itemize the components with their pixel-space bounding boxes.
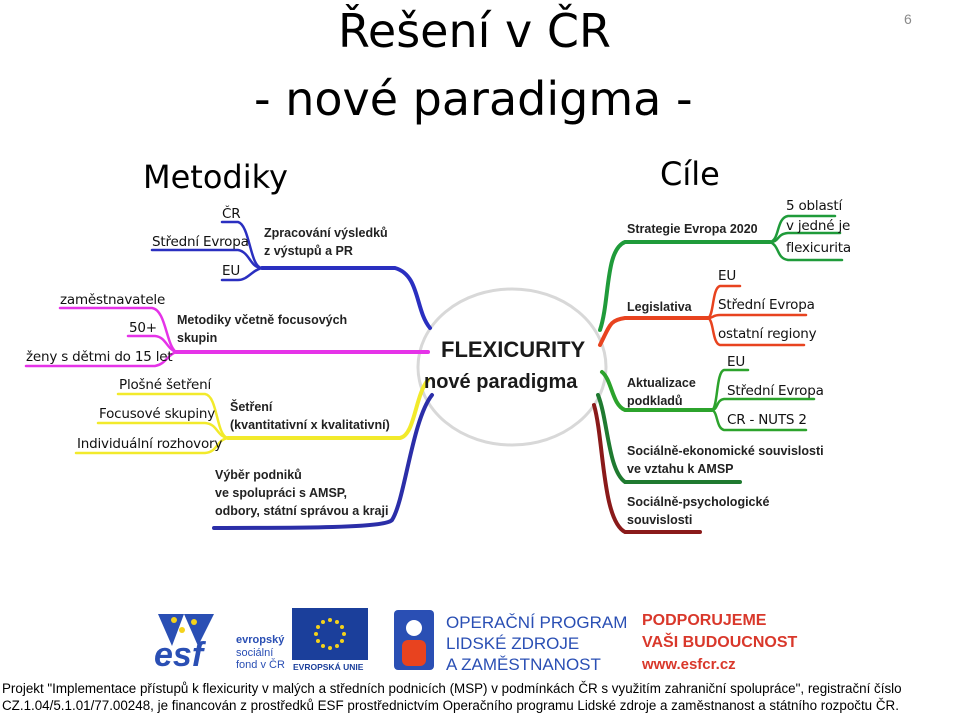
mindmap-lines [24,214,844,534]
support-line1: PODPORUJEME [642,612,767,629]
leaf-plosne-setreni: Plošné šetření [119,377,212,393]
esf-line1: evropský [236,634,285,646]
heading-metodiky: Metodiky [143,158,288,196]
center-ellipse [416,287,608,447]
esf-mark: esf [154,636,204,674]
branch-label-vyber: Výběr podniků ve spolupráci s AMSP, odbo… [215,468,389,519]
support-url[interactable]: www.esfcr.cz [642,656,736,673]
branch-socekon-lines [596,393,742,484]
leaf-stredni-evropa-legislativa: Střední Evropa [718,297,815,313]
heading-cile: Cíle [660,155,720,193]
op-figure-icon [394,610,434,670]
footer-line1: Projekt "Implementace přístupů k flexicu… [2,681,902,696]
op-line2: LIDSKÉ ZDROJE [446,634,580,653]
leaf-focusove-skupiny: Focusové skupiny [99,406,216,422]
branch-label-setreni: Šetření (kvantitativní x kvalitativní) [230,400,390,433]
eu-stars-icon [314,618,346,650]
eu-logo: EVROPSKÁ UNIE [292,608,372,672]
branch-label-strategie: Strategie Evropa 2020 [627,222,758,236]
branch-label-zpracovani: Zpracování výsledků z výstupů a PR [264,226,388,259]
leaf-individualni-rozhovory: Individuální rozhovory [77,436,223,452]
leaf-stredni-evropa-aktualizace: Střední Evropa [727,383,824,399]
branch-label-aktualizace: Aktualizace podkladů [627,376,696,409]
esf-line2: sociální [236,647,274,659]
leaf-eu-aktualizace: EU [727,354,746,370]
leaf-50plus: 50+ [129,320,157,336]
slide-title-line2: - nové paradigma - [254,72,693,126]
branch-aktualizace-lines [600,368,816,432]
branch-strategie-lines [598,214,844,332]
branch-zpracovani-lines [150,220,432,330]
leaf-zeny: ženy s dětmi do 15 let [26,349,173,365]
op-logo: OPERAČNÍ PROGRAM LIDSKÉ ZDROJE A ZAMĚSTN… [392,608,628,674]
support-logo: PODPORUJEME VAŠI BUDOUCNOST www.esfcr.cz [640,612,810,674]
esf-logo: esf evropský sociální fond v ČR [154,608,288,674]
branch-label-legislativa: Legislativa [627,300,692,314]
leaf-eu-legislativa: EU [718,268,737,284]
eu-flag [292,608,368,660]
branch-label-metodiky: Metodiky včetně focusových skupin [177,313,348,346]
leaf-ostatni-regiony: ostatní regiony [718,326,817,342]
leaf-v-jedne-je: v jedné je [786,218,851,234]
leaf-5-oblasti: 5 oblastí [786,198,843,214]
leaf-zamestnavatele: zaměstnavatele [60,292,166,308]
esf-line3: fond v ČR [236,659,285,671]
center-subtitle: nové paradigma [424,371,578,393]
slide-title-line1: Řešení v ČR [338,4,611,58]
leaf-stredni-evropa-left: Střední Evropa [152,234,249,250]
leaf-cr: ČR [222,206,241,222]
center-title: FLEXICURITY [441,337,586,362]
branch-legislativa-lines [598,284,808,347]
footer-line2: CZ.1.04/5.1.01/77.00248, je financován z… [2,698,899,713]
branch-label-socekon: Sociálně-ekonomické souvislosti ve vztah… [627,444,824,477]
eu-label: EVROPSKÁ UNIE [293,662,364,672]
page-number: 6 [904,11,912,27]
branch-metodiky-lines [24,306,430,368]
leaf-flexicurita: flexicurita [786,240,851,256]
support-line2: VAŠI BUDOUCNOST [642,634,798,651]
esf-logo-graphic [154,608,232,672]
branch-socpsych-lines [592,403,702,534]
branch-label-socpsych: Sociálně-psychologické souvislosti [627,495,770,528]
leaf-eu-left: EU [222,263,241,279]
leaf-cr-nuts2: CR - NUTS 2 [727,412,807,428]
op-line3: A ZAMĚSTNANOST [446,655,601,674]
op-line1: OPERAČNÍ PROGRAM [446,613,628,632]
branch-setreni-lines [74,378,430,455]
branch-vyber-lines [212,393,434,530]
